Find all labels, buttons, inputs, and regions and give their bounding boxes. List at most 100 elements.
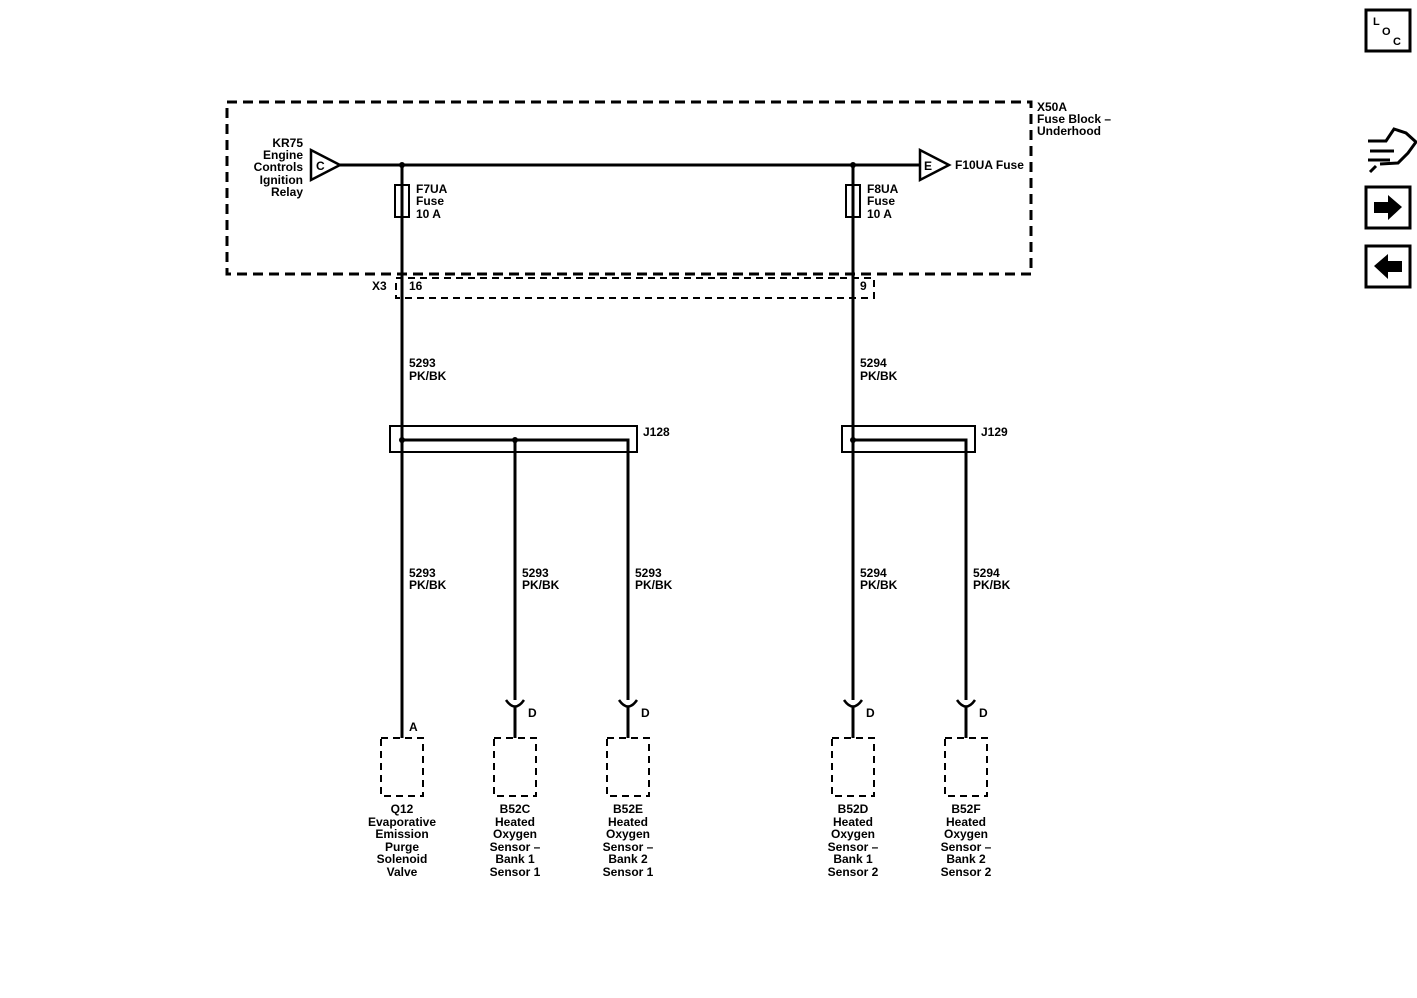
svg-text:Sensor 1: Sensor 1: [603, 865, 654, 879]
component-b52e-label: B52E Heated Oxygen Sensor – Bank 2 Senso…: [603, 802, 654, 879]
relay-label: KR75 Engine Controls Ignition Relay: [254, 136, 304, 199]
connector-plug-icon: [1368, 127, 1417, 174]
output-fuse-label: F10UA Fuse: [955, 158, 1024, 172]
fuse-block-id: X50A: [1037, 100, 1067, 114]
component-q12-label: Q12 Evaporative Emission Purge Solenoid …: [368, 802, 436, 879]
connector-b52e-icon: [617, 699, 639, 738]
arrow-right-icon: [1374, 195, 1402, 220]
trunk-wire-5294-label: 5294 PK/BK: [860, 356, 898, 383]
svg-text:PK/BK: PK/BK: [860, 369, 898, 383]
relay-input-arrow-icon: [309, 147, 343, 183]
loc-letter-l: L: [1373, 16, 1380, 28]
svg-text:5294: 5294: [973, 566, 1000, 580]
svg-text:5294: 5294: [860, 566, 887, 580]
svg-text:Bank 2: Bank 2: [946, 852, 986, 866]
component-b52f-pin: D: [979, 706, 988, 720]
component-b52d-pin: D: [866, 706, 875, 720]
component-b52f-label: B52F Heated Oxygen Sensor – Bank 2 Senso…: [941, 802, 992, 879]
svg-text:5294: 5294: [860, 356, 887, 370]
svg-text:PK/BK: PK/BK: [973, 578, 1011, 592]
svg-text:Sensor –: Sensor –: [941, 840, 992, 854]
relay-pin-label: C: [316, 159, 325, 173]
svg-text:Sensor 2: Sensor 2: [828, 865, 879, 879]
loc-letter-o: O: [1382, 26, 1391, 38]
component-b52d-box: [831, 737, 875, 797]
branch-wire-q12-label: 5293 PK/BK: [409, 566, 447, 592]
connector-x3-outline: [395, 277, 875, 299]
svg-text:Valve: Valve: [387, 865, 418, 879]
svg-text:Purge: Purge: [385, 840, 419, 854]
location-button[interactable]: L O C: [1364, 8, 1412, 53]
svg-text:10 A: 10 A: [867, 207, 892, 221]
svg-text:Heated: Heated: [608, 815, 648, 829]
splice-j129-label: J129: [981, 425, 1008, 439]
splice-j129-bar: [853, 438, 968, 452]
svg-text:KR75: KR75: [272, 136, 303, 150]
trunk-wire-5293-label: 5293 PK/BK: [409, 356, 447, 383]
connector-b52f-icon: [955, 699, 977, 738]
svg-text:F8UA: F8UA: [867, 182, 899, 196]
svg-text:Bank 2: Bank 2: [608, 852, 648, 866]
svg-text:5293: 5293: [522, 566, 549, 580]
svg-text:Oxygen: Oxygen: [944, 827, 988, 841]
branch-wire-b52e-label: 5293 PK/BK: [635, 566, 673, 592]
svg-text:5293: 5293: [409, 566, 436, 580]
branch-wire-b52f-label: 5294 PK/BK: [973, 566, 1011, 592]
svg-text:Fuse: Fuse: [416, 194, 444, 208]
component-b52e-box: [606, 737, 650, 797]
branch-wire-b52d-label: 5294 PK/BK: [860, 566, 898, 592]
svg-text:Emission: Emission: [375, 827, 428, 841]
component-b52e-pin: D: [641, 706, 650, 720]
svg-text:Engine: Engine: [263, 148, 303, 162]
svg-text:Ignition: Ignition: [260, 173, 303, 187]
svg-text:Relay: Relay: [271, 185, 303, 199]
svg-text:Bank 1: Bank 1: [495, 852, 535, 866]
fuse-block-name-line1: Fuse Block –: [1037, 112, 1111, 126]
svg-text:B52E: B52E: [613, 802, 643, 816]
component-b52d-label: B52D Heated Oxygen Sensor – Bank 1 Senso…: [828, 802, 879, 879]
svg-text:Heated: Heated: [833, 815, 873, 829]
splice-j128-label: J128: [643, 425, 670, 439]
svg-text:5293: 5293: [635, 566, 662, 580]
previous-page-button[interactable]: [1364, 244, 1412, 289]
next-page-button[interactable]: [1364, 185, 1412, 230]
svg-text:PK/BK: PK/BK: [860, 578, 898, 592]
svg-text:Oxygen: Oxygen: [606, 827, 650, 841]
loc-letter-c: C: [1393, 36, 1401, 48]
component-b52f-box: [944, 737, 988, 797]
svg-text:Q12: Q12: [391, 802, 414, 816]
splice-j128-bar: [402, 438, 630, 452]
svg-text:Sensor 1: Sensor 1: [490, 865, 541, 879]
svg-text:Heated: Heated: [946, 815, 986, 829]
fuse-f8ua-pin: 9: [860, 279, 867, 293]
svg-text:Heated: Heated: [495, 815, 535, 829]
component-b52c-label: B52C Heated Oxygen Sensor – Bank 1 Senso…: [490, 802, 541, 879]
svg-text:10 A: 10 A: [416, 207, 441, 221]
component-q12-box: [380, 737, 424, 797]
svg-text:Sensor 2: Sensor 2: [941, 865, 992, 879]
connector-b52c-icon: [504, 699, 526, 738]
fuse-block-name-line2: Underhood: [1037, 124, 1101, 138]
svg-text:B52D: B52D: [838, 802, 869, 816]
svg-text:Fuse: Fuse: [867, 194, 895, 208]
component-b52c-box: [493, 737, 537, 797]
svg-text:PK/BK: PK/BK: [635, 578, 673, 592]
output-arrow-icon: [918, 147, 952, 183]
svg-text:Solenoid: Solenoid: [377, 852, 428, 866]
svg-text:PK/BK: PK/BK: [409, 369, 447, 383]
connector-view-button[interactable]: [1368, 127, 1417, 174]
splice-j129-block: [841, 425, 976, 453]
svg-text:Sensor –: Sensor –: [603, 840, 654, 854]
svg-text:5293: 5293: [409, 356, 436, 370]
svg-text:PK/BK: PK/BK: [409, 578, 447, 592]
fuse-f7ua-pin: 16: [409, 279, 423, 293]
output-pin-label: E: [924, 159, 932, 173]
svg-text:B52F: B52F: [951, 802, 980, 816]
svg-text:PK/BK: PK/BK: [522, 578, 560, 592]
fuse-block-outline: [225, 100, 1033, 276]
connector-x3-label: X3: [372, 279, 387, 293]
svg-text:Sensor –: Sensor –: [490, 840, 541, 854]
component-b52c-pin: D: [528, 706, 537, 720]
svg-text:Sensor –: Sensor –: [828, 840, 879, 854]
